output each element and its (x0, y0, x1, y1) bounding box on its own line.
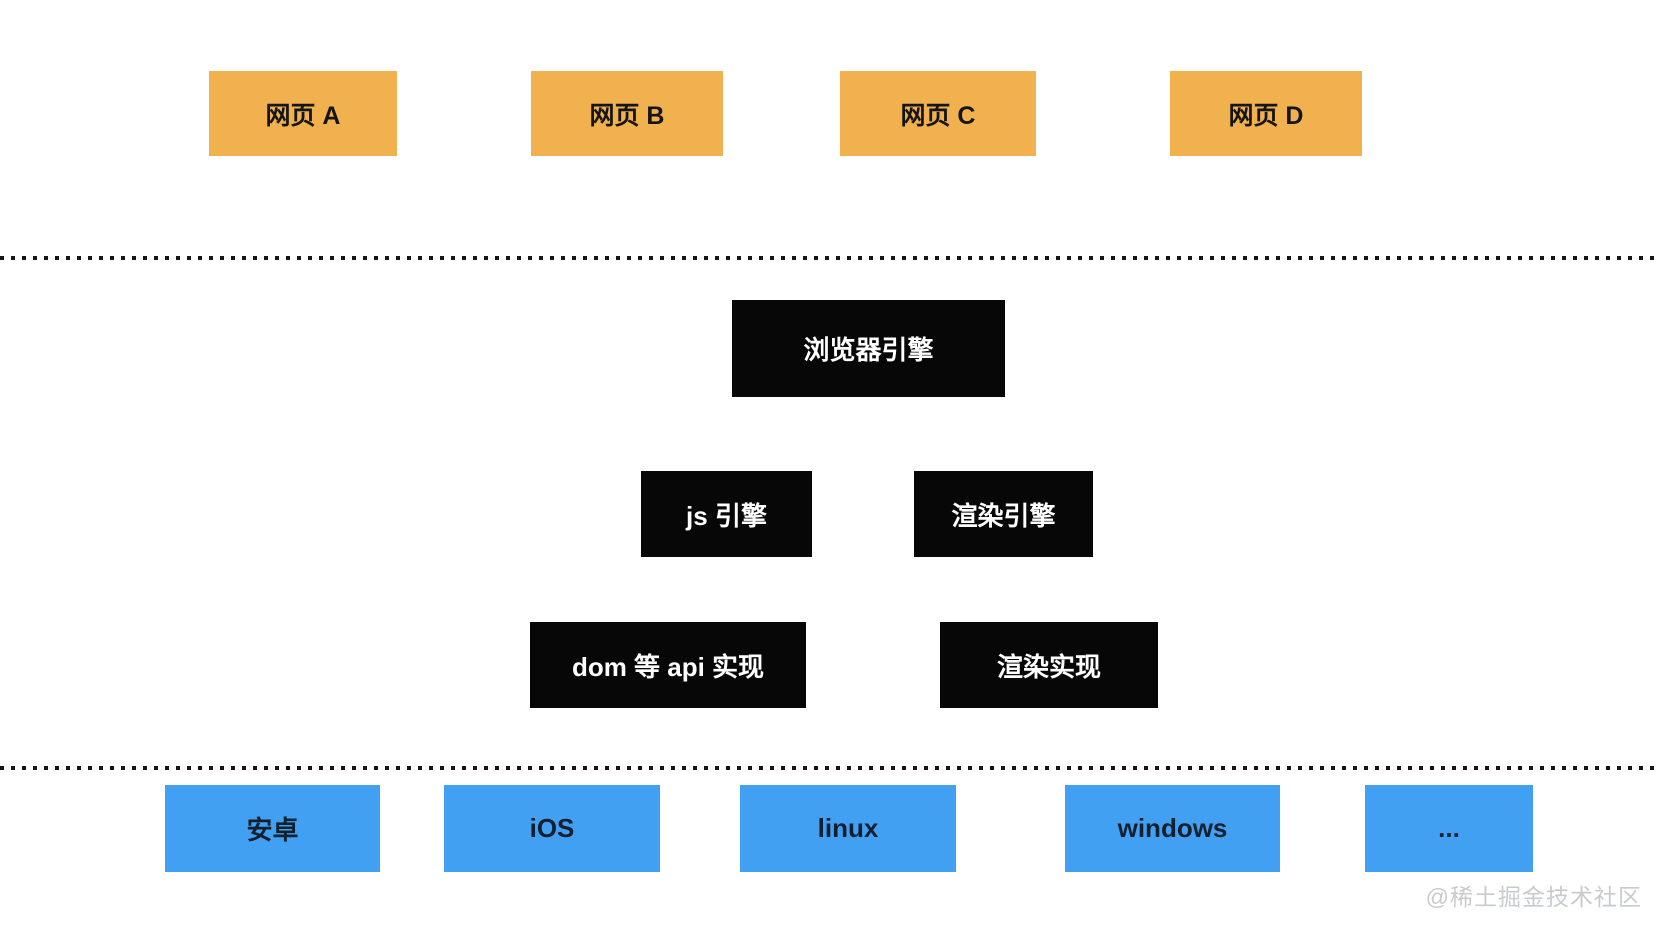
dom-api-impl-box: dom 等 api 实现 (530, 622, 806, 708)
render-impl-box: 渲染实现 (940, 622, 1158, 708)
os-linux-label: linux (817, 813, 879, 843)
os-others-label: ... (1438, 813, 1460, 843)
os-android-label: 安卓 (246, 815, 299, 845)
os-others-box: ... (1365, 785, 1533, 872)
webpage-b-box: 网页 B (531, 71, 723, 156)
os-windows-label: windows (1117, 813, 1228, 843)
webpage-a-box: 网页 A (209, 71, 397, 156)
webpage-a-label: 网页 A (265, 101, 341, 130)
os-android-box: 安卓 (165, 785, 380, 872)
juejin-watermark: @稀土掘金技术社区 (1425, 884, 1642, 910)
js-engine-box: js 引擎 (641, 471, 812, 557)
webpage-b-label: 网页 B (589, 101, 665, 130)
upper-dotted-separator (0, 256, 1656, 260)
os-ios-label: iOS (529, 813, 575, 843)
os-linux-box: linux (740, 785, 956, 872)
render-engine-box: 渲染引擎 (914, 471, 1093, 557)
webpage-c-label: 网页 C (900, 101, 976, 130)
browser-engine-box: 浏览器引擎 (732, 300, 1005, 397)
js-engine-label: js 引擎 (686, 500, 767, 531)
render-engine-label: 渲染引擎 (951, 500, 1056, 531)
dom-api-impl-label: dom 等 api 实现 (571, 651, 765, 682)
render-impl-label: 渲染实现 (996, 651, 1101, 682)
lower-dotted-separator (0, 766, 1656, 770)
webpage-d-label: 网页 D (1228, 101, 1304, 130)
os-ios-box: iOS (444, 785, 660, 872)
os-windows-box: windows (1065, 785, 1280, 872)
webpage-c-box: 网页 C (840, 71, 1036, 156)
browser-engine-label: 浏览器引擎 (803, 335, 934, 365)
webpage-d-box: 网页 D (1170, 71, 1362, 156)
